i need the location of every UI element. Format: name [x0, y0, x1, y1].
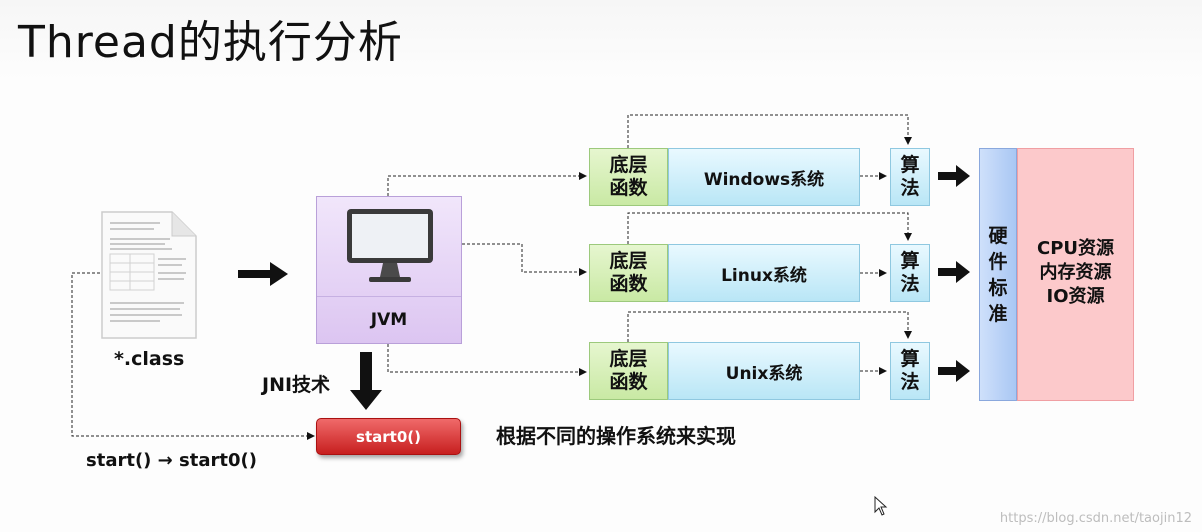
algo2-to-hw-arrow — [938, 261, 970, 283]
hw-char: 准 — [988, 302, 1008, 325]
hw-char: 件 — [988, 250, 1008, 273]
algo-line-2: 法 — [900, 371, 920, 393]
resources-box: CPU资源 内存资源 IO资源 — [1017, 148, 1134, 401]
monitor-icon — [347, 209, 433, 282]
os-box-windows: Windows系统 — [668, 148, 860, 206]
func-line-2: 函数 — [609, 177, 648, 199]
class-to-jvm-arrow — [238, 262, 288, 286]
resource-memory: 内存资源 — [1039, 262, 1112, 283]
class-to-start0-arrow — [71, 272, 315, 440]
linux-loop-arrow — [627, 212, 912, 244]
os-box-linux: Linux系统 — [668, 244, 860, 302]
hw-char: 硬 — [988, 224, 1008, 247]
func-line-1: 底层 — [609, 348, 648, 370]
algo-box-windows: 算 法 — [890, 148, 930, 206]
jvm-to-unix-arrow — [387, 344, 587, 376]
start0-box: start0() — [316, 418, 461, 455]
jni-label: JNI技术 — [262, 374, 331, 396]
func-box-linux: 底层 函数 — [589, 244, 668, 302]
mouse-cursor-icon — [874, 496, 888, 516]
resource-cpu: CPU资源 — [1036, 238, 1115, 259]
hardware-standard-box: 硬 件 标 准 — [979, 148, 1017, 401]
algo-line-2: 法 — [900, 177, 920, 199]
windows-loop-arrow — [627, 114, 912, 148]
algo-line-2: 法 — [900, 273, 920, 295]
algo-line-1: 算 — [900, 154, 920, 176]
algo-box-linux: 算 法 — [890, 244, 930, 302]
algo-line-1: 算 — [900, 250, 920, 272]
page-title: Thread的执行分析 — [18, 17, 403, 68]
title-bar — [0, 0, 1202, 80]
func-line-2: 函数 — [609, 273, 648, 295]
class-file-icon — [101, 211, 197, 339]
jvm-to-windows-arrow — [387, 172, 587, 196]
func-line-1: 底层 — [609, 250, 648, 272]
func-line-2: 函数 — [609, 371, 648, 393]
watermark: https://blog.csdn.net/taojin12 — [999, 511, 1192, 526]
func-box-windows: 底层 函数 — [589, 148, 668, 206]
func-line-1: 底层 — [609, 154, 648, 176]
hw-char: 标 — [988, 276, 1008, 299]
start-flow-label: start() → start0() — [86, 450, 257, 471]
os-box-unix: Unix系统 — [668, 342, 860, 400]
func-box-unix: 底层 函数 — [589, 342, 668, 400]
unix-loop-arrow — [627, 311, 912, 342]
implementation-note: 根据不同的操作系统来实现 — [496, 424, 736, 448]
class-label: *.class — [114, 348, 185, 370]
jvm-label: JVM — [317, 296, 461, 343]
algo-box-unix: 算 法 — [890, 342, 930, 400]
resource-io: IO资源 — [1046, 286, 1105, 307]
algo1-to-hw-arrow — [938, 165, 970, 187]
jvm-to-start0-arrow — [350, 352, 382, 410]
algo3-to-hw-arrow — [938, 360, 970, 382]
jvm-box: JVM — [316, 196, 462, 344]
jvm-to-linux-arrow — [462, 243, 587, 276]
algo-line-1: 算 — [900, 348, 920, 370]
